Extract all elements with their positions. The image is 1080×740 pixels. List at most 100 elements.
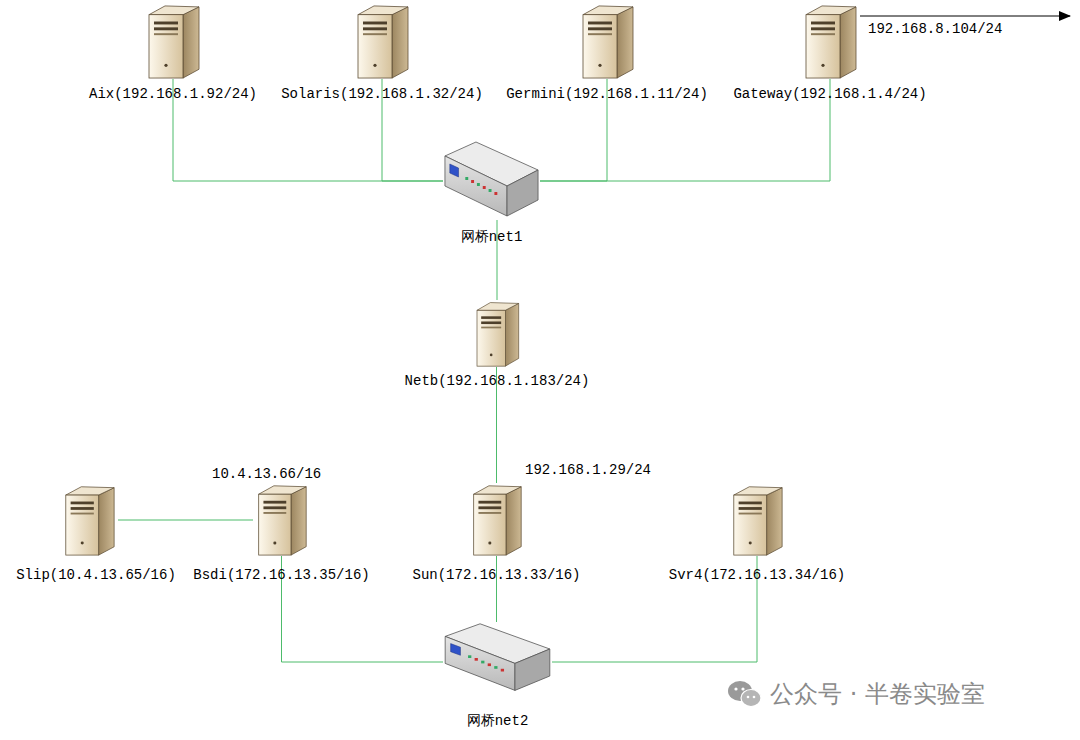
port-led [468, 655, 471, 658]
network-link [496, 556, 497, 622]
ip-label: 192.168.8.104/24 [868, 21, 1002, 37]
port-led [471, 180, 474, 183]
host-label: Germini(192.168.1.11/24) [506, 86, 708, 102]
bridge-node: 网桥net1 [443, 140, 540, 220]
drive-slot [588, 27, 612, 30]
host-label: Solaris(192.168.1.32/24) [281, 86, 483, 102]
switch-port [450, 164, 459, 177]
server-front [259, 494, 291, 555]
uplink-arrow [860, 16, 1070, 17]
switch-front [445, 156, 507, 216]
port-led [475, 658, 478, 661]
server-front [806, 15, 840, 78]
drive-slot [588, 22, 612, 25]
host-label: Aix(192.168.1.92/24) [89, 86, 257, 102]
drive-slot [481, 321, 501, 324]
ip-label: 192.168.1.29/24 [525, 462, 651, 478]
switch-icon [443, 140, 540, 220]
server-side [291, 487, 306, 555]
power-button [749, 542, 752, 545]
drive-slot [154, 27, 178, 30]
server-side [767, 488, 782, 555]
port-led [488, 663, 491, 666]
server-icon [577, 3, 637, 79]
host-label: Svr4(172.16.13.34/16) [669, 567, 845, 583]
server-side [99, 488, 114, 555]
server-front [734, 495, 767, 555]
drive-slot [739, 513, 762, 515]
power-button [598, 64, 601, 67]
server-node: Gateway(192.168.1.4/24)192.168.8.104/24 [800, 3, 860, 79]
server-node: Bsdi(172.16.13.35/16)10.4.13.66/16 [253, 483, 310, 556]
drive-slot [811, 33, 835, 35]
port-led [465, 177, 468, 180]
server-top [477, 303, 519, 311]
host-label: Bsdi(172.16.13.35/16) [193, 567, 369, 583]
power-button [81, 542, 84, 545]
server-top [734, 487, 782, 495]
server-side [392, 7, 408, 78]
drive-slot [588, 33, 612, 35]
server-front [358, 15, 392, 78]
watermark-text: 公众号 · 半卷实验室 [770, 678, 985, 710]
drive-slot [263, 512, 286, 514]
port-led [494, 192, 497, 195]
drive-slot [263, 506, 286, 509]
server-front [149, 15, 183, 78]
power-button [273, 541, 276, 544]
server-top [66, 487, 114, 495]
ip-label: 10.4.13.66/16 [212, 466, 321, 482]
server-icon [352, 3, 412, 79]
switch-front [445, 636, 515, 690]
server-top [583, 6, 633, 15]
drive-slot [478, 501, 501, 504]
drive-slot [811, 22, 835, 25]
drive-slot [481, 327, 501, 329]
server-front [477, 310, 505, 366]
drive-slot [478, 506, 501, 509]
wechat-icon [728, 681, 761, 707]
power-button [164, 64, 167, 67]
drive-slot [363, 27, 387, 30]
port-led [483, 186, 486, 189]
drive-slot [71, 507, 94, 510]
drive-slot [154, 22, 178, 25]
power-button [821, 64, 824, 67]
power-button [488, 541, 491, 544]
server-side [617, 7, 633, 78]
server-top [806, 6, 856, 15]
server-node: Sun(172.16.13.33/16)192.168.1.29/24 [468, 483, 525, 556]
drive-slot [363, 33, 387, 35]
drive-slot [739, 507, 762, 510]
server-top [149, 6, 199, 15]
drive-slot [481, 316, 501, 319]
port-led [501, 669, 504, 672]
server-node: Slip(10.4.13.65/16) [60, 484, 118, 556]
server-icon [60, 484, 118, 556]
server-front [474, 494, 506, 555]
server-node: Germini(192.168.1.11/24) [577, 3, 637, 79]
drive-slot [811, 27, 835, 30]
server-node: Solaris(192.168.1.32/24) [352, 3, 412, 79]
drive-slot [71, 513, 94, 515]
bridge-node: 网桥net2 [443, 622, 552, 694]
drive-slot [478, 512, 501, 514]
port-led [481, 661, 484, 664]
host-label: 网桥net1 [461, 229, 523, 245]
server-front [66, 495, 99, 555]
server-icon [472, 300, 522, 367]
switch-icon [443, 622, 552, 694]
drive-slot [71, 502, 94, 505]
server-node: Netb(192.168.1.183/24) [472, 300, 522, 367]
server-side [506, 487, 521, 555]
server-top [259, 486, 307, 494]
server-side [505, 303, 518, 366]
drive-slot [154, 33, 178, 35]
server-icon [253, 483, 310, 556]
switch-port [451, 644, 461, 656]
host-label: Slip(10.4.13.65/16) [16, 567, 176, 583]
port-led [494, 666, 497, 669]
network-link [118, 520, 253, 521]
